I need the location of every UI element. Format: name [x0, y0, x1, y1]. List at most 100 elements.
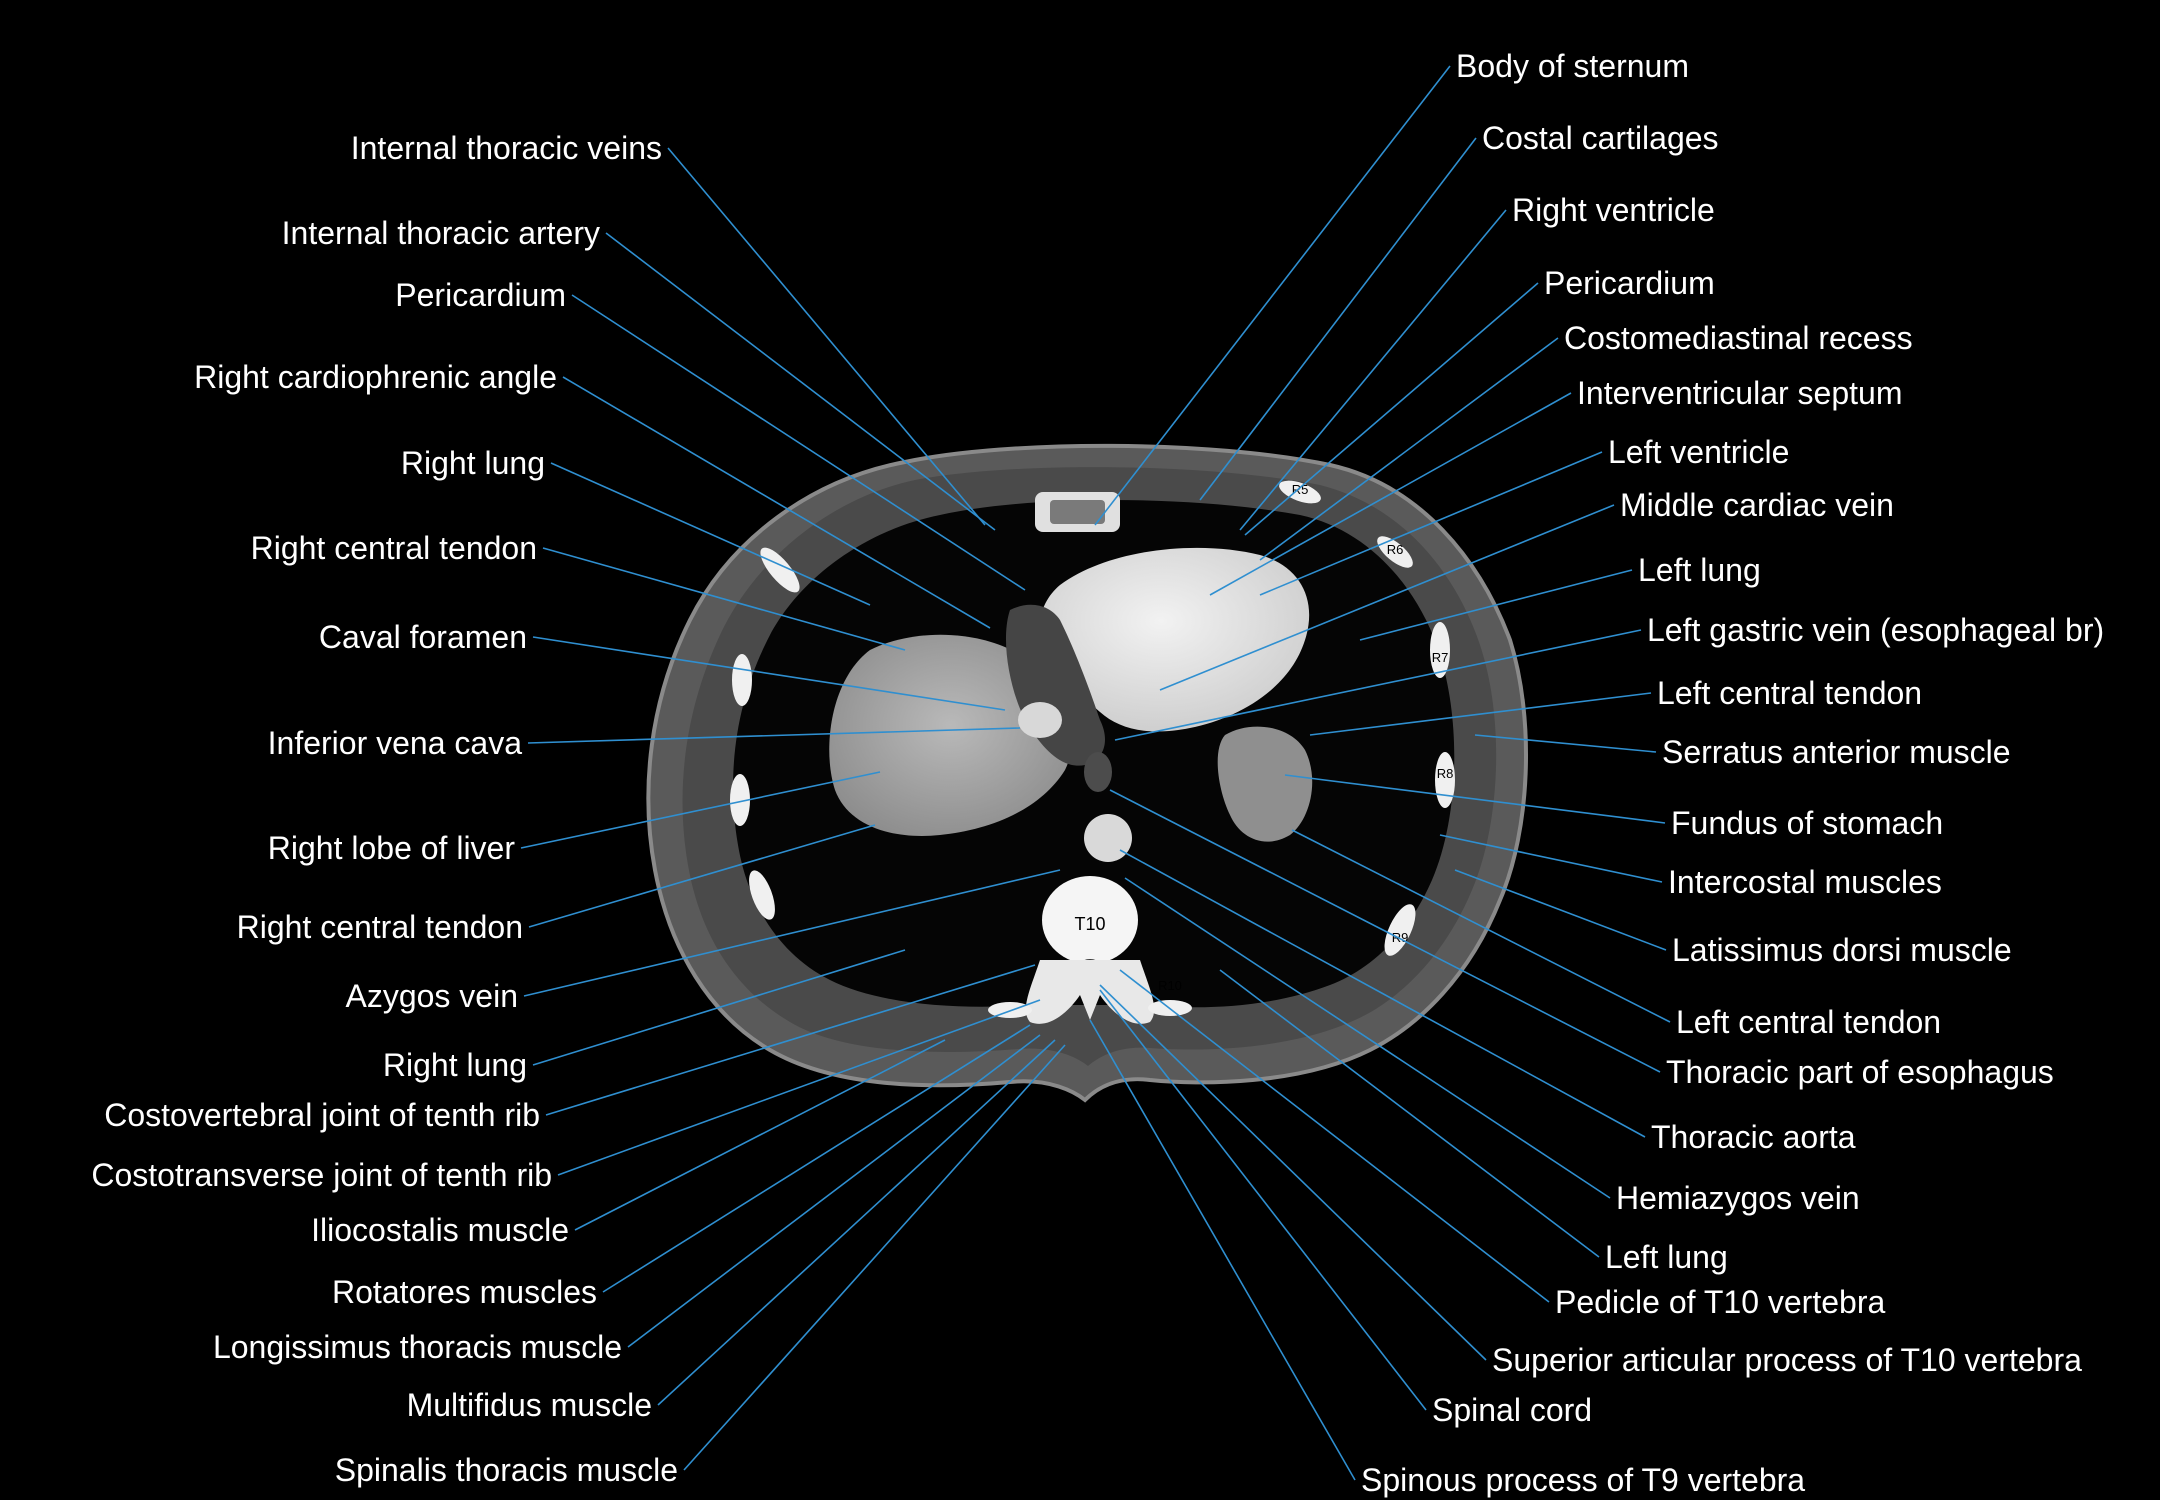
leader-line [532, 949, 906, 1066]
leader-line [1239, 209, 1507, 531]
leader-line [602, 1024, 1031, 1293]
rib [1430, 622, 1450, 678]
anatomy-label: Spinalis thoracis muscle [334, 1452, 678, 1488]
leader-line [1209, 392, 1572, 596]
leader-lines [520, 65, 1671, 1481]
rib-marker: R7 [1432, 650, 1449, 665]
anatomy-label: Middle cardiac vein [1620, 487, 1894, 523]
rib-marker: R8 [1437, 766, 1454, 781]
anatomy-label: Left central tendon [1657, 675, 1923, 711]
leader-line [1259, 337, 1559, 561]
rib-marker: R5 [1292, 482, 1309, 497]
anatomy-label: Spinal cord [1432, 1392, 1593, 1428]
leader-line [1109, 789, 1661, 1073]
leader-line [557, 999, 1041, 1176]
leader-line [562, 376, 991, 629]
anatomy-label: Costotransverse joint of tenth rib [91, 1157, 552, 1193]
rib [749, 870, 775, 920]
leader-line [1094, 65, 1451, 526]
anatomy-label: Right cardiophrenic angle [194, 359, 557, 395]
rib [730, 774, 750, 826]
leader-line [667, 147, 986, 526]
anatomy-label: Caval foramen [318, 619, 527, 655]
leader-line [571, 294, 1026, 591]
rib [760, 547, 800, 593]
anatomy-label: Inferior vena cava [267, 725, 522, 761]
anatomy-label: Left gastric vein (esophageal br) [1647, 612, 2105, 648]
leader-line [523, 869, 1061, 997]
anatomy-label: Costomediastinal recess [1564, 320, 1913, 356]
stomach-fundus [1217, 726, 1313, 842]
anatomy-label: Hemiazygos vein [1616, 1180, 1860, 1216]
anatomy-label: Multifidus muscle [406, 1387, 652, 1423]
anatomy-label: Right ventricle [1512, 192, 1715, 228]
anatomy-label: Fundus of stomach [1671, 805, 1944, 841]
rib-marker: R9 [1392, 930, 1409, 945]
leader-line [1284, 774, 1666, 824]
leader-line [1114, 629, 1642, 741]
anatomy-label: Right central tendon [250, 530, 537, 566]
anatomy-label: Azygos vein [345, 978, 518, 1014]
leader-line [683, 1044, 1066, 1471]
leader-line [1309, 692, 1652, 736]
rib [1384, 904, 1416, 956]
anatomy-label: Right lung [400, 445, 545, 481]
leader-line [545, 964, 1036, 1116]
leader-line [657, 1039, 1056, 1406]
leader-line [1099, 984, 1487, 1361]
anatomy-label: Iliocostalis muscle [311, 1212, 569, 1248]
anatomy-label: Left central tendon [1676, 1004, 1942, 1040]
anatomy-label: Left ventricle [1608, 434, 1790, 470]
anatomy-label: Intercostal muscles [1668, 864, 1942, 900]
leader-line [1089, 1019, 1356, 1481]
leader-line [1259, 451, 1603, 596]
anatomy-label: Longissimus thoracis muscle [212, 1329, 622, 1365]
leader-line [1454, 869, 1667, 951]
leader-line [550, 462, 871, 606]
posterior-elements [1025, 960, 1155, 1024]
liver [829, 634, 1072, 836]
vertebra-marker: T10 [1074, 914, 1105, 934]
leader-line [520, 771, 881, 849]
leader-line [542, 547, 906, 651]
leader-line [627, 1034, 1041, 1348]
anatomy-label: Latissimus dorsi muscle [1672, 932, 2012, 968]
anatomy-label: Thoracic aorta [1651, 1119, 1856, 1155]
aorta-shape [1084, 814, 1132, 862]
leader-line [1291, 829, 1671, 1023]
leader-line [528, 824, 876, 928]
anatomy-label: Right lung [382, 1047, 527, 1083]
anatomy-label: Serratus anterior muscle [1662, 734, 2011, 770]
vertebral-body [1042, 876, 1138, 964]
anatomy-label: Costovertebral joint of tenth rib [104, 1097, 540, 1133]
anatomy-label: Internal thoracic veins [350, 130, 662, 166]
leader-line [532, 636, 1006, 711]
rib [1279, 480, 1321, 504]
anatomy-label: Superior articular process of T10 verteb… [1492, 1342, 2082, 1378]
leader-line [1099, 989, 1427, 1411]
anatomy-label: Interventricular septum [1577, 375, 1903, 411]
anatomy-label: Pedicle of T10 vertebra [1555, 1284, 1886, 1320]
anatomy-label: Right central tendon [236, 909, 523, 945]
anatomy-label: Spinous process of T9 vertebra [1361, 1462, 1806, 1498]
leader-line [527, 727, 1021, 744]
heart [1040, 547, 1310, 732]
anatomy-label: Thoracic part of esophagus [1666, 1054, 2054, 1090]
esophagus-shape [1084, 752, 1112, 792]
leader-line [1359, 569, 1633, 641]
leader-line [574, 1039, 946, 1231]
leader-line [1119, 849, 1646, 1138]
leader-line [1439, 834, 1663, 883]
rib-marker: R10 [1158, 978, 1182, 993]
anatomy-label: Left lung [1638, 552, 1761, 588]
rib [732, 654, 752, 706]
anatomy-label: Pericardium [1544, 265, 1715, 301]
leader-line [1119, 969, 1550, 1303]
rib [1377, 536, 1413, 568]
leader-line [1199, 137, 1477, 501]
leader-line [1474, 734, 1657, 753]
anatomy-label: Costal cartilages [1482, 120, 1719, 156]
anatomy-label: Internal thoracic artery [281, 215, 600, 251]
